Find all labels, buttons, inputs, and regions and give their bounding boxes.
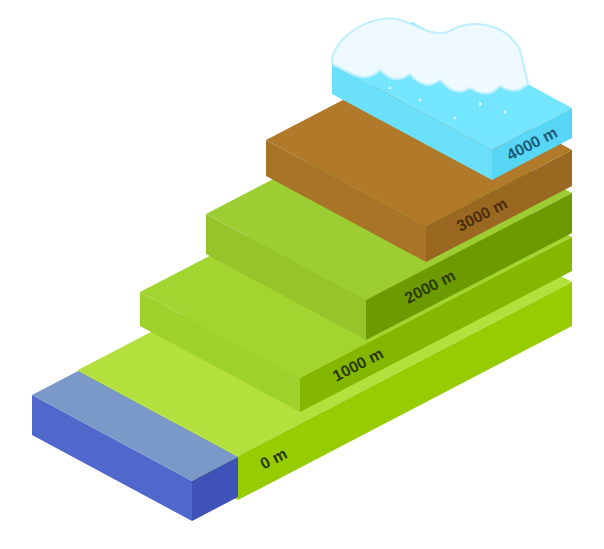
water-slab: [32, 371, 238, 521]
ice-slab: [332, 19, 572, 180]
snow-cap: [332, 19, 528, 94]
